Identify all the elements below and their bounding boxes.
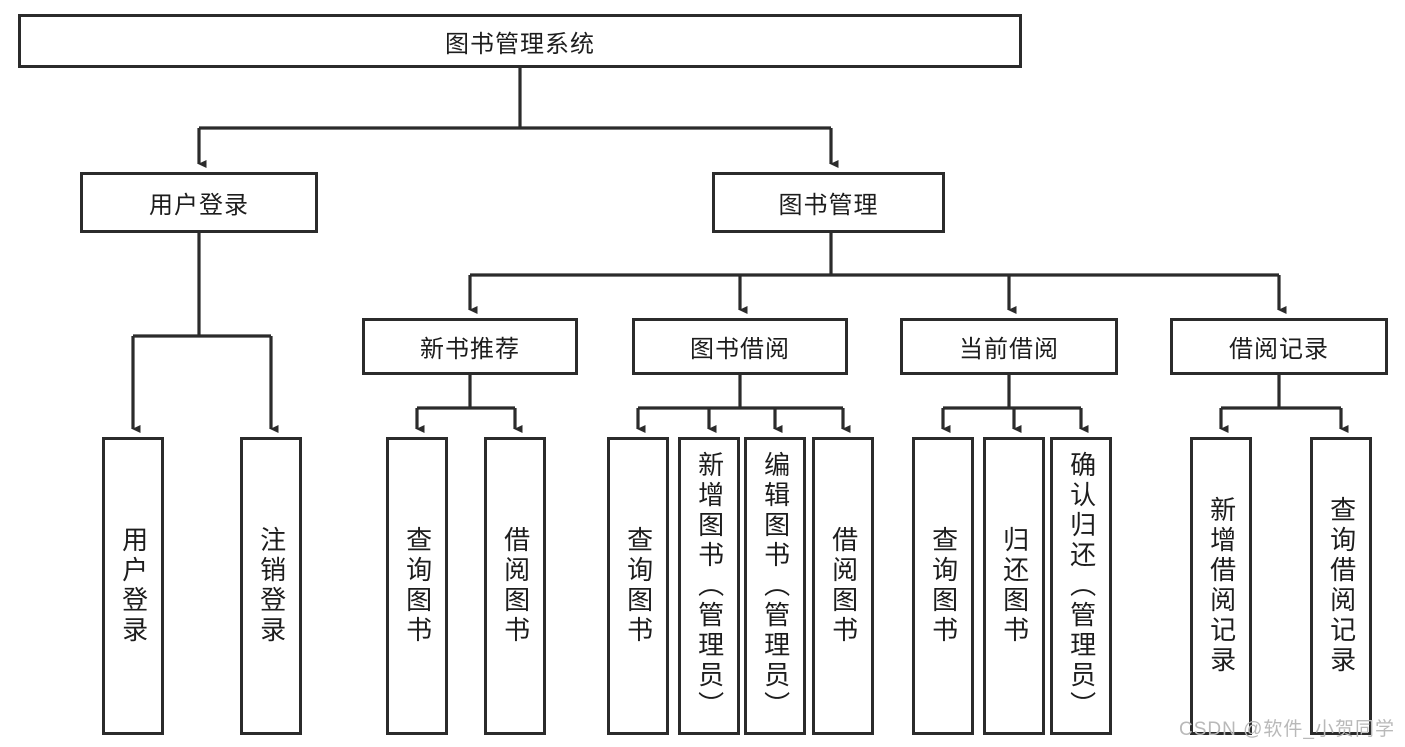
node-label: 新增借阅记录 <box>1206 496 1237 676</box>
node-label: 确认归还（管理员） <box>1066 451 1097 721</box>
leaf-add-borrow-record[interactable]: 新增借阅记录 <box>1190 437 1252 735</box>
node-label: 查询图书 <box>928 526 959 646</box>
watermark-text: CSDN @软件_小贺同学 <box>1179 719 1395 740</box>
node-new-book-recommend[interactable]: 新书推荐 <box>362 318 578 375</box>
leaf-query-book-borrow[interactable]: 查询图书 <box>607 437 669 735</box>
node-borrow-record[interactable]: 借阅记录 <box>1170 318 1388 375</box>
node-label: 注销登录 <box>256 526 287 646</box>
node-label: 借阅记录 <box>1229 336 1329 363</box>
node-label: 当前借阅 <box>959 336 1059 363</box>
leaf-query-book-current[interactable]: 查询图书 <box>912 437 974 735</box>
node-label: 用户登录 <box>149 192 249 219</box>
node-label: 图书管理系统 <box>445 30 595 58</box>
leaf-logout[interactable]: 注销登录 <box>240 437 302 735</box>
leaf-user-login[interactable]: 用户登录 <box>102 437 164 735</box>
node-label: 编辑图书（管理员） <box>760 451 791 721</box>
leaf-query-book-recommend[interactable]: 查询图书 <box>386 437 448 735</box>
node-label: 用户登录 <box>118 526 149 646</box>
node-label: 查询图书 <box>402 526 433 646</box>
node-label: 借阅图书 <box>500 526 531 646</box>
leaf-query-borrow-record[interactable]: 查询借阅记录 <box>1310 437 1372 735</box>
node-label: 新书推荐 <box>420 336 520 363</box>
leaf-return-book[interactable]: 归还图书 <box>983 437 1045 735</box>
node-root[interactable]: 图书管理系统 <box>18 14 1022 68</box>
node-label: 查询图书 <box>623 526 654 646</box>
node-book-management[interactable]: 图书管理 <box>712 172 945 233</box>
leaf-borrow-book-recommend[interactable]: 借阅图书 <box>484 437 546 735</box>
node-label: 借阅图书 <box>828 526 859 646</box>
leaf-confirm-return-admin[interactable]: 确认归还（管理员） <box>1050 437 1112 735</box>
node-label: 查询借阅记录 <box>1326 496 1357 676</box>
node-current-borrow[interactable]: 当前借阅 <box>900 318 1118 375</box>
node-book-borrow[interactable]: 图书借阅 <box>632 318 848 375</box>
node-label: 归还图书 <box>999 526 1030 646</box>
node-label: 图书管理 <box>778 192 879 219</box>
leaf-borrow-book[interactable]: 借阅图书 <box>812 437 874 735</box>
leaf-edit-book-admin[interactable]: 编辑图书（管理员） <box>744 437 806 735</box>
node-label: 图书借阅 <box>690 336 790 363</box>
node-user-login[interactable]: 用户登录 <box>80 172 318 233</box>
node-label: 新增图书（管理员） <box>694 451 725 721</box>
leaf-add-book-admin[interactable]: 新增图书（管理员） <box>678 437 740 735</box>
